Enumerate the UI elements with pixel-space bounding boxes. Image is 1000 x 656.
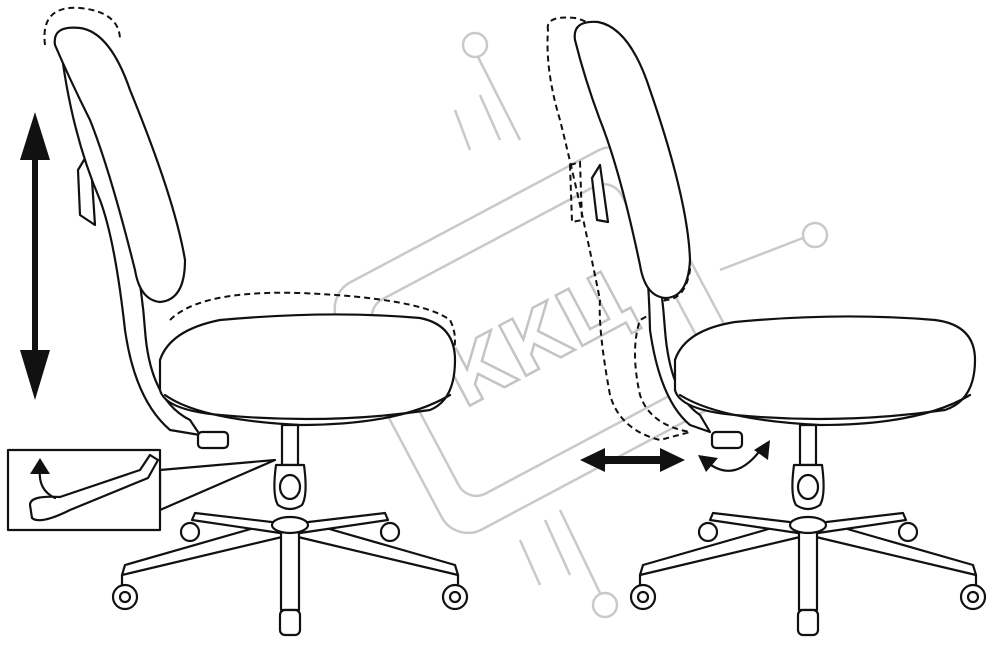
backrest: [53, 26, 187, 304]
lever-detail-inset: [6, 448, 277, 532]
chair-left: [43, 6, 469, 637]
vertical-double-arrow: [20, 112, 50, 400]
seat: [158, 313, 457, 421]
tilt-knob: [710, 430, 744, 450]
watermark-text: ККЦ: [430, 252, 649, 425]
curved-double-arrow: [698, 440, 770, 472]
seat: [673, 315, 977, 421]
chair-right: [546, 16, 987, 637]
backrest: [573, 20, 692, 300]
height-lever: [196, 430, 230, 450]
horizontal-double-arrow: [580, 448, 685, 472]
